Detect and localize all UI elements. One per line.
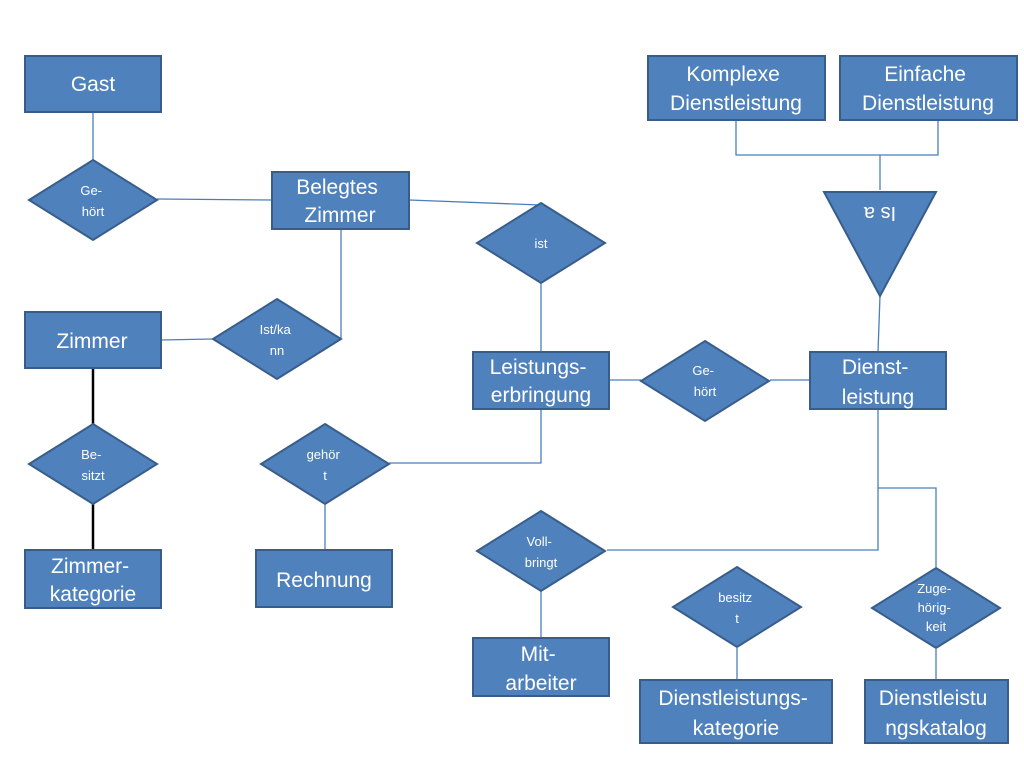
edge-gehoert-belegtes-zimmer: [156, 198, 273, 201]
entity-dienstleistungskatalog[interactable]: Dienstleistu ngskatalog: [864, 679, 1009, 744]
relationship-gehoert-dienst[interactable]: Ge- hört: [639, 339, 771, 423]
entity-zimmerkategorie[interactable]: Zimmer- kategorie: [24, 549, 162, 609]
entity-label: Komplexe Dienstleistung: [670, 63, 802, 115]
relationship-vollbringt[interactable]: Voll- bringt: [475, 509, 607, 593]
relationship-label: Be- sitzt: [81, 447, 105, 483]
relationship-label: Zuge- hörig- keit: [917, 581, 955, 634]
relationship-label: Voll- bringt: [525, 534, 558, 570]
edge-leistungserbringung-gehoert: [389, 409, 542, 464]
relationship-ist[interactable]: ist: [475, 201, 607, 285]
relationship-label: ist: [535, 236, 548, 251]
isa-label: Is a: [863, 202, 896, 224]
entity-einfache-dienstleistung[interactable]: Einfache Dienstleistung: [839, 55, 1018, 121]
entity-dienstleistungskategorie[interactable]: Dienstleistungs- kategorie: [639, 679, 833, 744]
relationship-zugehoerigkeit[interactable]: Zuge- hörig- keit: [870, 566, 1002, 650]
entity-dienstleistung[interactable]: Dienst- leistung: [809, 351, 947, 410]
entity-label: Zimmer- kategorie: [50, 555, 136, 606]
relationship-besitzt-zimmer[interactable]: Be- sitzt: [27, 422, 159, 506]
relationship-gehoert-gast[interactable]: Ge- hört: [27, 158, 159, 242]
entity-label: Belegtes Zimmer: [296, 176, 384, 227]
entity-zimmer[interactable]: Zimmer: [24, 311, 162, 369]
entity-label: Einfache Dienstleistung: [862, 63, 994, 115]
relationship-gehoert-rechnung[interactable]: gehör t: [259, 422, 391, 506]
edge-subtypes: [735, 120, 939, 156]
entity-gast[interactable]: Gast: [24, 55, 162, 113]
entity-belegtes-zimmer[interactable]: Belegtes Zimmer: [271, 171, 410, 230]
relationship-label: gehör t: [307, 447, 344, 483]
entity-label: Mit- arbeiter: [505, 643, 576, 695]
relationship-label: Ist/ka nn: [260, 322, 295, 358]
isa-triangle[interactable]: Is a: [822, 191, 938, 299]
entity-label: Dienstleistungs- kategorie: [658, 687, 813, 740]
entity-label: Dienst- leistung: [842, 356, 914, 409]
edge-dienstleistung-zugehoerigkeit: [878, 487, 937, 567]
relationship-ist-kann[interactable]: Ist/ka nn: [211, 297, 343, 381]
connectors: [91, 112, 939, 680]
entity-label: Rechnung: [276, 569, 372, 592]
entity-label: Dienstleistu ngskatalog: [879, 687, 993, 740]
edge-belegtes-zimmer-ist: [408, 199, 541, 206]
relationship-label: Ge- hört: [80, 183, 105, 219]
edge-isa-dienstleistung: [877, 295, 881, 353]
entity-label: Zimmer: [56, 330, 127, 353]
relationship-label: besitz t: [718, 590, 756, 626]
entity-mitarbeiter[interactable]: Mit- arbeiter: [472, 637, 610, 697]
entity-komplexe-dienstleistung[interactable]: Komplexe Dienstleistung: [647, 55, 826, 121]
relationship-besitzt-kategorie[interactable]: besitz t: [671, 565, 803, 649]
entity-leistungserbringung[interactable]: Leistungs- erbringung: [472, 351, 610, 410]
entity-label: Gast: [71, 73, 116, 96]
entity-rechnung[interactable]: Rechnung: [255, 549, 393, 608]
edge-dienstleistung-vollbringt: [607, 409, 879, 551]
relationship-label: Ge- hört: [692, 363, 717, 399]
entity-label: Leistungs- erbringung: [490, 356, 593, 407]
edge-zimmer-ist-kann: [160, 338, 213, 341]
